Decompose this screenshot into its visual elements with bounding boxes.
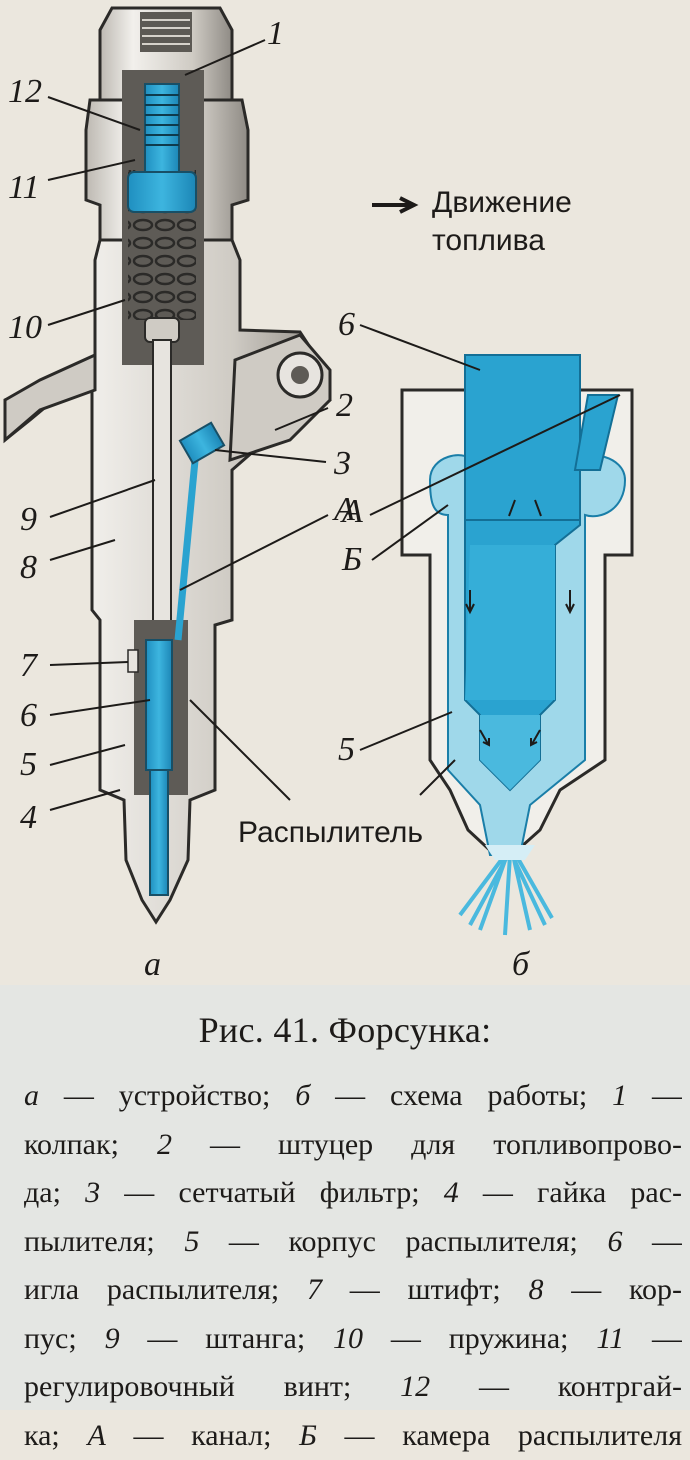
legend-segment: — сетчатый фильтр;	[100, 1176, 444, 1209]
legend-line2: топлива	[432, 224, 545, 257]
legend-line1: Движение	[432, 186, 572, 219]
legend-segment: — камера распылителя	[317, 1419, 682, 1452]
legend-segment: — корпус распылителя;	[199, 1225, 607, 1258]
legend-segment: 9	[105, 1322, 120, 1355]
legend-segment: — контргай-	[430, 1370, 682, 1403]
legend-segment: 3	[85, 1176, 100, 1209]
label-a-2: 2	[336, 387, 353, 424]
legend-line: регулировочный винт; 12 — контргай-	[24, 1363, 682, 1412]
legend-segment: 10	[333, 1322, 363, 1355]
label-a-3: 3	[333, 445, 351, 482]
legend-segment: колпак;	[24, 1128, 157, 1161]
legend-segment: — штанга;	[120, 1322, 333, 1355]
legend-line: пус; 9 — штанга; 10 — пружина; 11 —	[24, 1315, 682, 1364]
operation-scheme-drawing: 6 А Б 5 б	[338, 306, 632, 983]
legend-segment: — устройство;	[39, 1079, 295, 1112]
legend-segment: 4	[444, 1176, 459, 1209]
label-a-4: 4	[20, 799, 37, 836]
legend-segment: —	[627, 1079, 682, 1112]
legend-segment: 11	[596, 1322, 624, 1355]
label-a-7: 7	[20, 647, 39, 684]
legend-segment: игла распылителя;	[24, 1273, 307, 1306]
legend-segment: — пружина;	[363, 1322, 596, 1355]
legend-segment: — схема работы;	[310, 1079, 612, 1112]
label-b-6: 6	[338, 306, 355, 343]
label-a-5: 5	[20, 746, 37, 783]
figure-title: Рис. 41. Форсунка:	[0, 1008, 690, 1052]
legend-segment: — гайка рас-	[459, 1176, 682, 1209]
label-a-8: 8	[20, 549, 37, 586]
label-a-12: 12	[8, 73, 42, 110]
legend-segment: —	[622, 1225, 682, 1258]
label-b-5: 5	[338, 731, 355, 768]
legend-line: колпак; 2 — штуцер для топливопрово-	[24, 1121, 682, 1170]
legend-segment: А	[87, 1419, 105, 1452]
legend-segment: 6	[607, 1225, 622, 1258]
legend-segment: 5	[184, 1225, 199, 1258]
nozzle-needle	[146, 640, 172, 770]
fuel-spray	[460, 855, 552, 935]
legend-segment: Б	[299, 1419, 317, 1452]
legend-segment: да;	[24, 1176, 85, 1209]
legend-segment: — канал;	[106, 1419, 299, 1452]
rod	[153, 340, 171, 640]
figure-legend: а — устройство; б — схема работы; 1 —кол…	[24, 1072, 682, 1460]
legend-segment: 1	[612, 1079, 627, 1112]
injector-figure: 1 12 11 10 2 3 А 9 8 7 6 5 4 Распылитель…	[0, 0, 690, 985]
label-a-9: 9	[20, 501, 37, 538]
sublabel-b: б	[512, 946, 531, 983]
legend-segment: пылителя;	[24, 1225, 184, 1258]
legend-line: пылителя; 5 — корпус распылителя; 6 —	[24, 1218, 682, 1267]
legend-segment: а	[24, 1079, 39, 1112]
legend-line: да; 3 — сетчатый фильтр; 4 — гайка рас-	[24, 1169, 682, 1218]
legend-segment: б	[295, 1079, 310, 1112]
flow-arrow-icon	[372, 198, 414, 212]
legend-segment: регулировочный винт;	[24, 1370, 400, 1403]
label-raspylitel: Распылитель	[238, 816, 423, 849]
needle-b	[465, 355, 580, 520]
legend-segment: —	[624, 1322, 682, 1355]
legend-segment: 2	[157, 1128, 172, 1161]
legend-segment: — кор-	[543, 1273, 682, 1306]
legend-segment: 7	[307, 1273, 322, 1306]
legend-segment: 8	[528, 1273, 543, 1306]
label-a-1: 1	[267, 15, 284, 52]
legend-line: а — устройство; б — схема работы; 1 —	[24, 1072, 682, 1121]
sublabel-a: а	[144, 946, 161, 983]
label-b-B: Б	[341, 541, 362, 578]
label-a-11: 11	[8, 169, 39, 206]
legend-segment: 12	[400, 1370, 430, 1403]
label-b-A: А	[340, 493, 363, 530]
legend-line: ка; А — канал; Б — камера распылителя	[24, 1412, 682, 1460]
legend-segment: пус;	[24, 1322, 105, 1355]
label-a-6: 6	[20, 697, 37, 734]
label-a-10: 10	[8, 309, 42, 346]
fuel-flow-legend: Движение топлива	[372, 186, 572, 257]
legend-line: игла распылителя; 7 — штифт; 8 — кор-	[24, 1266, 682, 1315]
legend-segment: — штифт;	[322, 1273, 528, 1306]
legend-segment: — штуцер для топливопрово-	[172, 1128, 682, 1161]
legend-segment: ка;	[24, 1419, 87, 1452]
